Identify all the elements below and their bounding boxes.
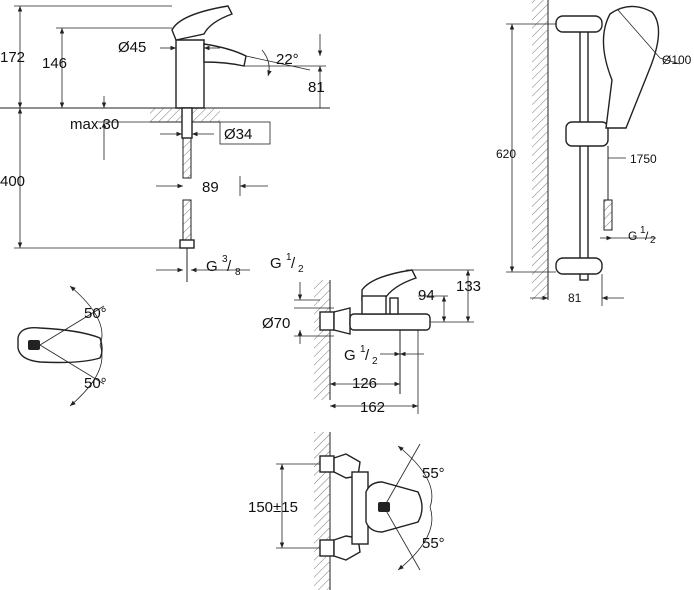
lever-angle-down: 50° xyxy=(84,375,107,392)
bath-wall-hatch xyxy=(314,280,330,400)
lever-rotation-view: 50° 50° xyxy=(17,285,107,407)
dim-bath-94: 94 xyxy=(418,287,435,304)
thread-outlet-letter: G xyxy=(344,347,356,364)
bath-body xyxy=(349,313,431,331)
thread-g38-den: 8 xyxy=(235,267,241,278)
rail-slider xyxy=(565,121,609,147)
mixer-spout xyxy=(203,43,247,67)
angle-arc xyxy=(261,49,272,77)
hand-shower xyxy=(602,5,660,129)
dim-100-leader xyxy=(659,57,681,65)
bath-escutcheon xyxy=(333,307,351,335)
bath-mixer-top-view: 55° 55° 150±15 xyxy=(248,432,445,590)
rail-bracket-bottom xyxy=(555,257,603,275)
top-inlet-lower xyxy=(319,539,335,557)
mixer-body xyxy=(175,39,205,109)
lever-angle-line-down xyxy=(39,344,105,385)
top-angle-up: 55° xyxy=(422,465,445,482)
thread-g38-num: 3 xyxy=(222,254,228,265)
svg-text:/: / xyxy=(227,258,232,275)
lever-arc-up xyxy=(69,285,103,346)
thread-outlet-num: 1 xyxy=(360,344,366,355)
thread-inlet-den: 2 xyxy=(298,264,304,275)
svg-text:/: / xyxy=(365,347,370,364)
dim-shower-100: Ø100 xyxy=(662,53,692,67)
dim-diameter-45: Ø45 xyxy=(118,39,146,56)
lever-arc-down xyxy=(69,344,103,407)
mixer-lever xyxy=(171,5,233,41)
wall-hatch xyxy=(532,0,548,300)
dim-offset-89: 89 xyxy=(202,179,219,196)
dim-172: 172 xyxy=(0,49,25,66)
dim-146: 146 xyxy=(42,55,67,72)
dim-hose-1750: 1750 xyxy=(630,152,657,166)
lever-angle-line-up xyxy=(39,305,105,346)
dim-bath-133: 133 xyxy=(456,278,481,295)
rail xyxy=(579,23,589,281)
thread-shower-letter: G xyxy=(628,229,637,243)
dim-bath-162: 162 xyxy=(360,399,385,416)
top-lever xyxy=(365,481,423,533)
basin-mixer-view: 172 146 Ø45 22° 81 max.30 Ø34 400 xyxy=(0,5,330,282)
rail-bracket-top xyxy=(555,15,603,33)
hose-nut xyxy=(179,239,195,249)
lever-mark xyxy=(28,340,40,350)
dim-diameter-70: Ø70 xyxy=(262,315,290,332)
dim-max-30: max.30 xyxy=(70,116,119,133)
dim-diameter-34: Ø34 xyxy=(224,126,252,143)
thread-g38-letter: G xyxy=(206,258,218,275)
thread-inlet-num: 1 xyxy=(286,252,292,263)
bath-cartridge xyxy=(361,295,387,315)
lever-angle-up: 50° xyxy=(84,305,107,322)
top-arc-down xyxy=(397,506,433,571)
top-inlet-upper xyxy=(319,455,335,473)
top-angle-line-down xyxy=(383,506,421,571)
dim-bath-126: 126 xyxy=(352,375,377,392)
svg-text:/: / xyxy=(645,229,649,243)
top-arc-up xyxy=(397,445,433,508)
shower-hose-connector xyxy=(603,199,613,231)
dim-reach-81: 81 xyxy=(308,79,325,96)
svg-text:/: / xyxy=(291,255,296,272)
thread-inlet-letter: G xyxy=(270,255,282,272)
dim-34-box xyxy=(219,121,271,145)
thread-shower-den: 2 xyxy=(650,235,656,246)
dim-hose-400: 400 xyxy=(0,173,25,190)
lever-plan xyxy=(17,327,103,364)
thread-outlet-den: 2 xyxy=(372,356,378,367)
bath-inlet xyxy=(319,311,335,331)
mixer-shank xyxy=(181,107,193,139)
top-angle-line-up xyxy=(383,443,421,508)
dim-centers-150: 150±15 xyxy=(248,499,298,516)
hose-lower xyxy=(182,199,192,241)
top-angle-down: 55° xyxy=(422,535,445,552)
hose-upper xyxy=(182,137,192,179)
bath-mixer-side-view: G 1 / 2 Ø70 G 1 / 2 94 133 126 162 xyxy=(262,252,481,416)
shower-rail-view: 620 Ø100 1750 G 1 / 2 81 xyxy=(496,0,692,306)
thread-shower-num: 1 xyxy=(640,225,646,236)
bath-diverter xyxy=(389,297,399,315)
dim-wall-81: 81 xyxy=(568,291,582,305)
dim-angle-22: 22° xyxy=(276,51,299,68)
shower-face xyxy=(617,9,661,59)
dim-rail-620: 620 xyxy=(496,147,516,161)
angle-ref xyxy=(245,55,311,71)
